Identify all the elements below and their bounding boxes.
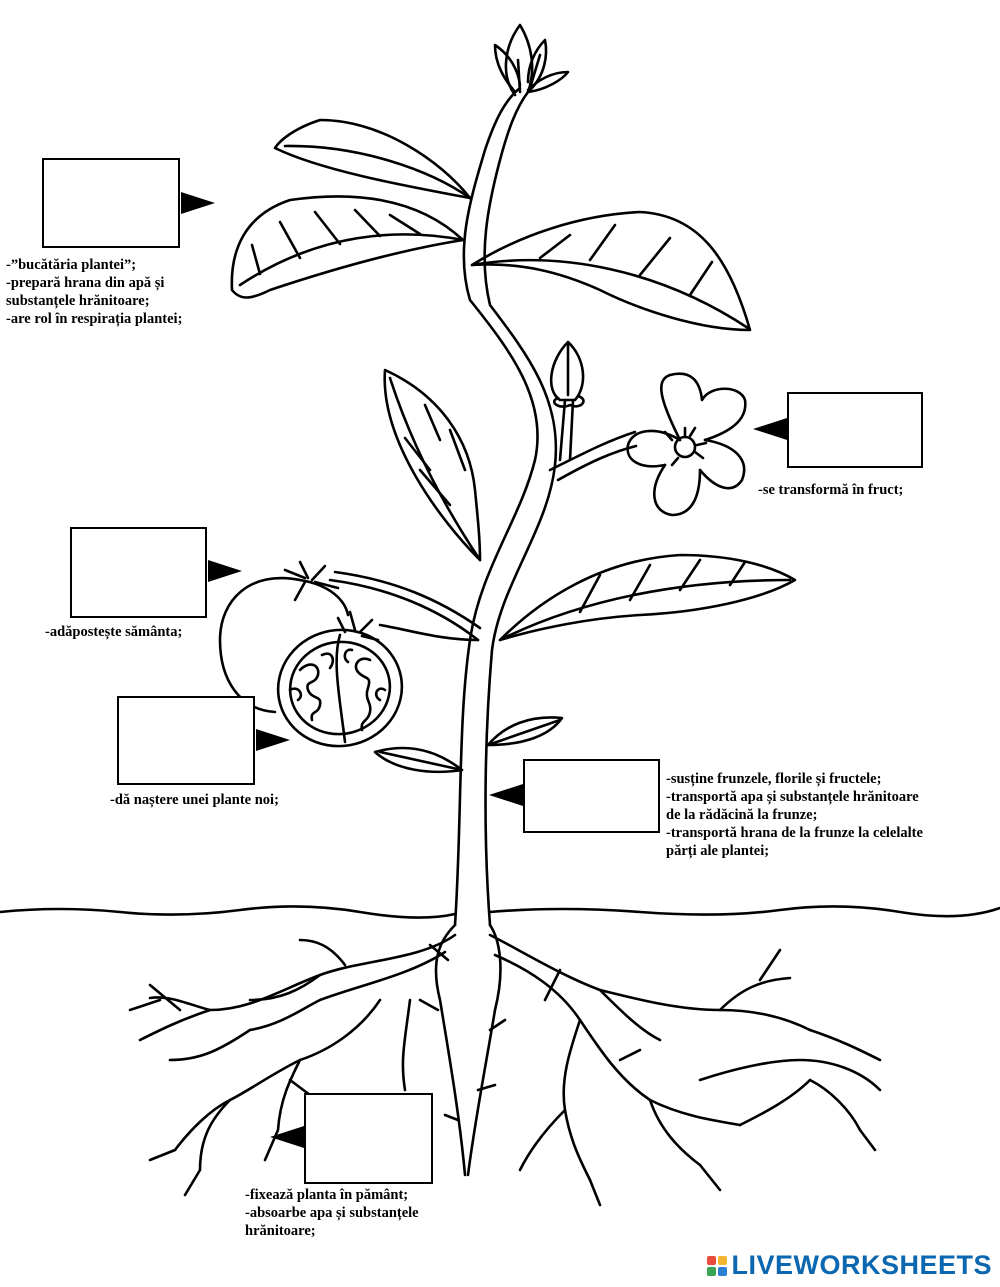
root-drawing <box>128 923 882 1207</box>
root-answer-box[interactable] <box>304 1093 433 1184</box>
leaf-pointer-icon <box>181 192 215 214</box>
leaf-drawing <box>230 118 797 774</box>
stem-answer-box[interactable] <box>523 759 660 833</box>
fruit-pointer-icon <box>208 560 242 582</box>
liveworksheets-logo: LIVEWORKSHEETS <box>707 1250 992 1281</box>
logo-text: LIVEWORKSHEETS <box>731 1250 992 1280</box>
top-bud-drawing <box>493 23 570 97</box>
seed-description: -dă naștere unei plante noi; <box>110 792 279 808</box>
ground-line <box>0 905 1000 919</box>
flower-drawing <box>548 340 747 517</box>
fruit-drawing <box>218 560 482 748</box>
flower-pointer-icon <box>753 418 787 440</box>
fruit-description: -adăpostește sământa; <box>45 624 183 640</box>
stem-drawing <box>453 86 558 927</box>
logo-mark-icon <box>707 1255 728 1276</box>
stem-pointer-icon <box>489 784 523 806</box>
root-description: -fixează planta în pământ; -absoarbe apa… <box>245 1187 419 1239</box>
leaf-answer-box[interactable] <box>42 158 180 248</box>
leaf-description: -”bucătăria plantei”; -prepară hrana din… <box>6 257 183 327</box>
stem-description: -susține frunzele, florile și fructele; … <box>666 771 923 859</box>
fruit-answer-box[interactable] <box>70 527 207 618</box>
flower-answer-box[interactable] <box>787 392 923 468</box>
root-pointer-icon <box>270 1126 304 1148</box>
seed-pointer-icon <box>256 729 290 751</box>
flower-description: -se transformă în fruct; <box>758 482 904 498</box>
seed-answer-box[interactable] <box>117 696 255 785</box>
